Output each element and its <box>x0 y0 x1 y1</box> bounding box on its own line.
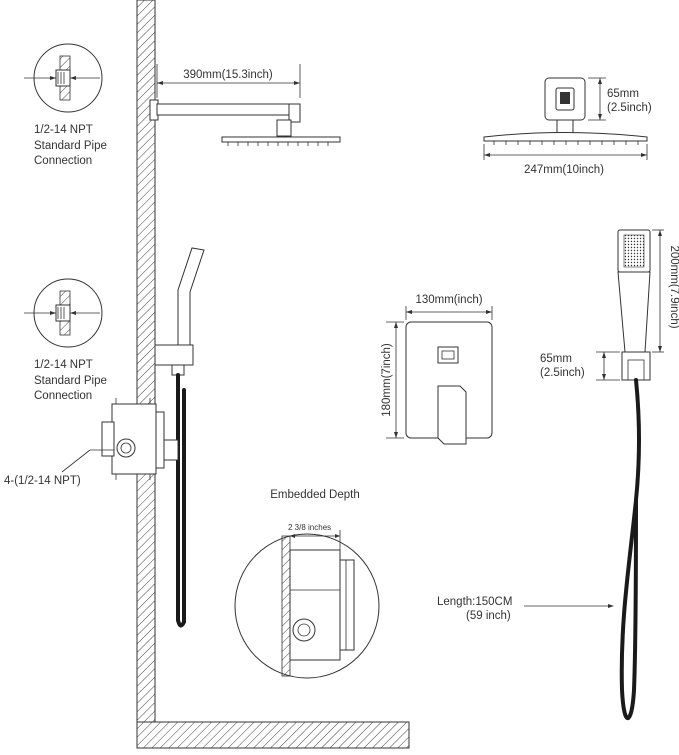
holder-height-line2: (2.5inch) <box>540 367 585 379</box>
head-height-line2: (2.5inch) <box>607 102 652 114</box>
head-width-label: 247mm(10inch) <box>524 164 604 176</box>
plate-width-label: 130mm(inch) <box>415 294 482 306</box>
valve-body-side <box>61 398 179 480</box>
pipe-detail-top <box>24 43 103 113</box>
holder-height-line1: 65mm <box>540 353 572 365</box>
head-height-line1: 65mm <box>607 88 639 100</box>
pipe-connection-top-line1: 1/2-14 NPT <box>34 124 93 136</box>
embedded-depth-value: 2 3/8 inches <box>288 523 331 532</box>
arm-length-label: 390mm(15.3inch) <box>183 69 273 81</box>
hose-length-line2: (59 inch) <box>466 610 511 622</box>
pipe-connection-top-line2: Standard Pipe <box>34 140 107 152</box>
hose-length-line1: Length:150CM <box>437 596 512 608</box>
rain-head-front <box>483 77 648 160</box>
pipe-connection-mid-line3: Connection <box>34 390 92 402</box>
embedded-depth-detail <box>234 530 380 679</box>
handheld-length-label: 200mm(7.9inch) <box>668 245 679 328</box>
shower-arm <box>149 64 341 146</box>
embedded-depth-title: Embedded Depth <box>270 489 360 501</box>
pipe-connection-mid-line1: 1/2-14 NPT <box>34 359 93 371</box>
pipe-connection-mid-line2: Standard Pipe <box>34 375 107 387</box>
rain-head-nozzles-front <box>493 141 639 145</box>
valve-ports-label: 4-(1/2-14 NPT) <box>4 475 81 487</box>
rain-head-nozzles-side <box>227 142 329 146</box>
wall-section <box>136 0 410 749</box>
plate-height-label: 180mm(7inch) <box>381 343 393 417</box>
pipe-detail-mid <box>24 278 103 348</box>
pipe-connection-top-line3: Connection <box>34 155 92 167</box>
handheld-front <box>524 229 664 721</box>
handheld-side-view <box>154 247 205 628</box>
trim-plate-front <box>386 306 493 445</box>
